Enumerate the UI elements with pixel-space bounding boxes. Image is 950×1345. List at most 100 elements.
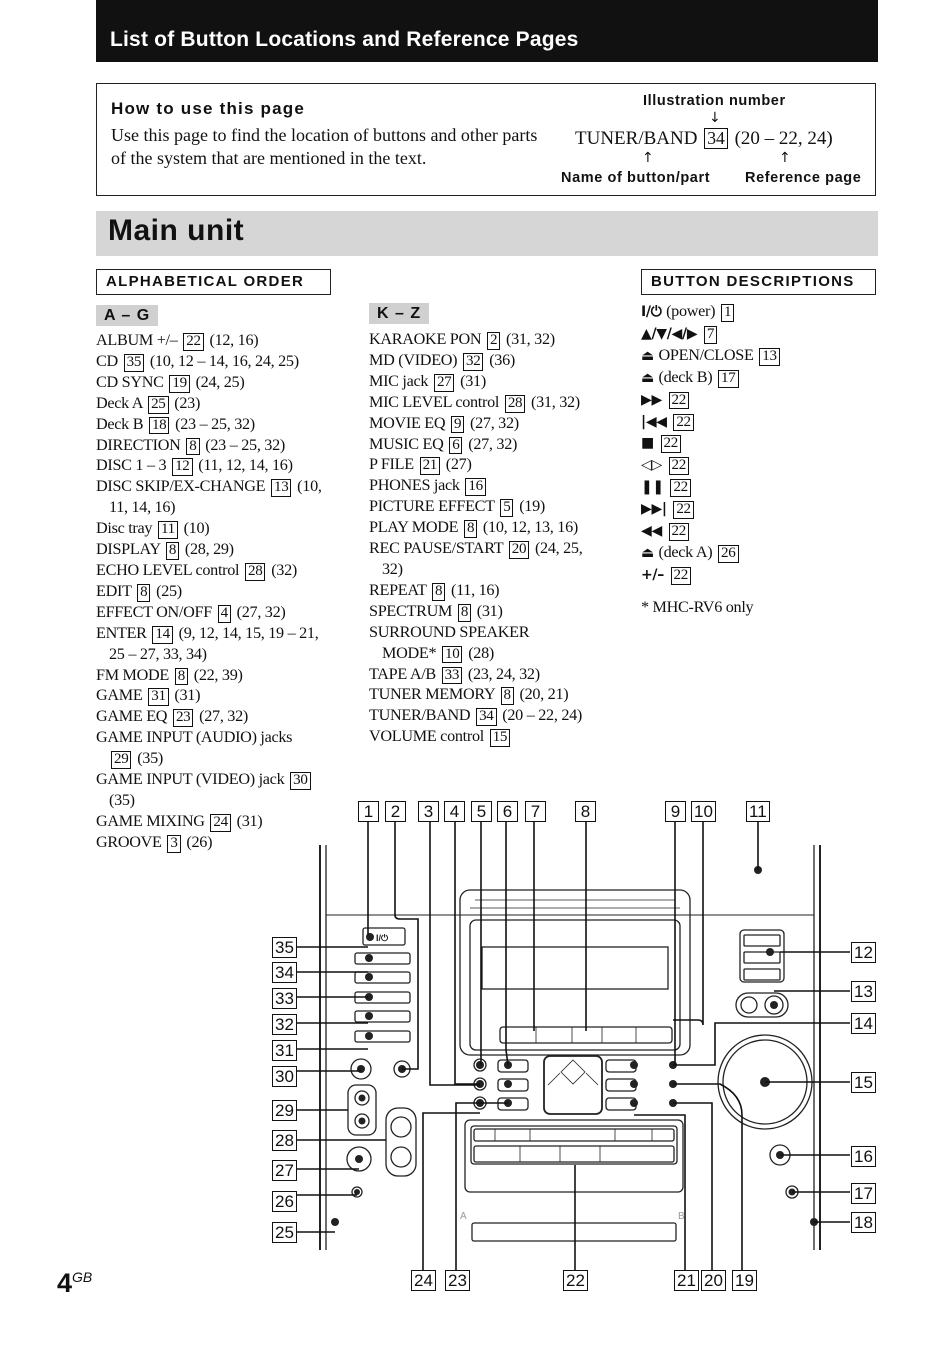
entry-pages: (36): [485, 350, 515, 369]
index-k-z-entry: SURROUND SPEAKER: [369, 622, 639, 643]
entry-number: 9: [451, 415, 465, 434]
index-k-z-entry-continued: 32): [369, 559, 639, 580]
button-symbol-icon: I/⏻: [641, 304, 667, 320]
index-a-g-entry: GAME INPUT (AUDIO) jacks: [96, 727, 366, 748]
entry-pages: 32): [382, 559, 403, 578]
entry-pages: (10, 12, 13, 16): [479, 518, 578, 537]
example-line: TUNER/BAND 34 (20 – 22, 24): [575, 128, 833, 150]
description-entry: ▶▶| 22: [641, 498, 871, 520]
callout-22: 22: [563, 1270, 588, 1291]
example-name: TUNER/BAND: [575, 128, 698, 149]
entry-pages: (27, 32): [195, 707, 248, 726]
entry-name: CD: [96, 351, 122, 370]
entry-name: MUSIC EQ: [369, 434, 448, 453]
entry-number: 22: [673, 413, 694, 432]
callout-20: 20: [701, 1270, 726, 1291]
entry-number: 11: [157, 521, 178, 539]
entry-name: FM MODE: [96, 665, 173, 684]
howto-box: [96, 83, 876, 196]
description-entry: ⏏ OPEN/CLOSE 13: [641, 345, 871, 367]
index-k-z-entry: MD (VIDEO) 32 (36): [369, 350, 639, 371]
index-k-z-entry: TUNER MEMORY 8 (20, 21): [369, 684, 639, 706]
entry-pages: 11, 14, 16): [109, 498, 176, 517]
index-k-z-entry: P FILE 21 (27): [369, 454, 639, 476]
entry-number: 23: [172, 709, 194, 728]
callout-14: 14: [851, 1013, 876, 1034]
example-pages: (20 – 22, 24): [734, 128, 833, 149]
index-a-g-entry-continued: 29 (35): [96, 748, 366, 769]
entry-name: TAPE A/B: [369, 664, 440, 683]
description-entry: ⏏ (deck B) 17: [641, 367, 871, 389]
entry-name: REC PAUSE/START: [369, 539, 507, 558]
description-text: (deck B): [658, 367, 717, 386]
entry-pages: (24, 25): [191, 372, 245, 391]
panel-deck-b-label: B: [678, 1211, 685, 1222]
callout-26: 26: [272, 1191, 297, 1212]
entry-number: 25: [148, 395, 169, 414]
index-a-g-entry: GAME INPUT (VIDEO) jack 30: [96, 769, 366, 790]
entry-pages: (9, 12, 14, 15, 19 – 21,: [174, 623, 319, 642]
description-entry: ■ 22: [641, 432, 871, 454]
entry-pages: (23 – 25, 32): [201, 435, 285, 454]
panel-deck-a-label: A: [460, 1211, 467, 1222]
entry-name: MIC jack: [369, 371, 432, 390]
entry-name: ALBUM +/–: [96, 331, 182, 349]
callout-30: 30: [272, 1066, 297, 1087]
entry-pages: (31): [170, 686, 201, 705]
index-list-k-z: KARAOKE PON 2 (31, 32)MD (VIDEO) 32 (36)…: [369, 329, 639, 748]
index-a-g-entry: ALBUM +/– 22 (12, 16): [96, 330, 366, 351]
entry-number: 8: [165, 542, 180, 560]
entry-number: 10: [442, 645, 463, 664]
entry-number: 26: [718, 544, 739, 563]
entry-name: Deck A: [96, 393, 147, 412]
callout-34: 34: [272, 962, 297, 983]
button-symbol-icon: ▶▶|: [641, 501, 672, 518]
entry-pages: 25 – 27, 33, 34): [109, 644, 207, 663]
button-symbol-icon: ◀◀: [641, 523, 667, 540]
callout-16: 16: [851, 1146, 876, 1167]
button-symbol-icon: ⏏: [641, 347, 659, 364]
index-a-g-entry: GAME MIXING 24 (31): [96, 811, 366, 832]
description-entry: ◁▷ 22: [641, 454, 871, 476]
tag-a-g: A – G: [96, 305, 159, 326]
callout-10: 10: [691, 801, 716, 822]
entry-name: TUNER/BAND: [369, 706, 475, 725]
callout-21: 21: [674, 1270, 699, 1291]
entry-number: 8: [137, 583, 151, 602]
entry-pages: (10,: [293, 477, 322, 496]
index-k-z-entry: MIC LEVEL control 28 (31, 32): [369, 392, 639, 413]
callout-23: 23: [445, 1270, 470, 1291]
entry-number: 5: [500, 499, 514, 518]
index-a-g-entry: CD 35 (10, 12 – 14, 16, 24, 25): [96, 351, 366, 372]
entry-number: 33: [441, 666, 463, 685]
entry-number: 13: [270, 479, 292, 498]
example-name-label: Name of button/part: [561, 170, 711, 186]
description-entry: ▶▶ 22: [641, 389, 871, 411]
entry-pages: (23): [170, 393, 201, 412]
index-a-g-entry: DISPLAY 8 (28, 29): [96, 539, 366, 560]
entry-number: 14: [152, 625, 173, 644]
entry-pages: (27, 32): [464, 434, 518, 453]
entry-name: PICTURE EFFECT: [369, 497, 499, 516]
entry-name: GAME INPUT (AUDIO) jacks: [96, 728, 293, 747]
entry-name: DISC SKIP/EX-CHANGE: [96, 477, 269, 496]
entry-number: 2: [487, 332, 501, 350]
index-a-g-entry: DIRECTION 8 (23 – 25, 32): [96, 435, 366, 456]
entry-number: 15: [489, 729, 511, 748]
index-a-g-entry-continued: (35): [96, 790, 366, 811]
entry-name: ECHO LEVEL control: [96, 560, 243, 579]
index-a-g-entry: Deck B 18 (23 – 25, 32): [96, 414, 366, 435]
entry-name: KARAOKE PON: [369, 330, 486, 348]
howto-title: How to use this page: [111, 99, 306, 118]
index-a-g-entry: FM MODE 8 (22, 39): [96, 665, 366, 686]
button-symbol-icon: ■: [641, 435, 659, 452]
index-a-g-entry-continued: 25 – 27, 33, 34): [96, 644, 366, 665]
entry-pages: (31): [232, 811, 263, 830]
entry-pages: (24, 25,: [531, 539, 583, 558]
index-a-g-entry: GAME 31 (31): [96, 685, 366, 707]
entry-name: GAME MIXING: [96, 811, 209, 830]
tag-k-z: K – Z: [369, 303, 430, 324]
button-symbol-icon: ⏏: [641, 369, 659, 386]
button-symbol-icon: +/–: [641, 566, 669, 583]
entry-name: SPECTRUM: [369, 601, 456, 620]
